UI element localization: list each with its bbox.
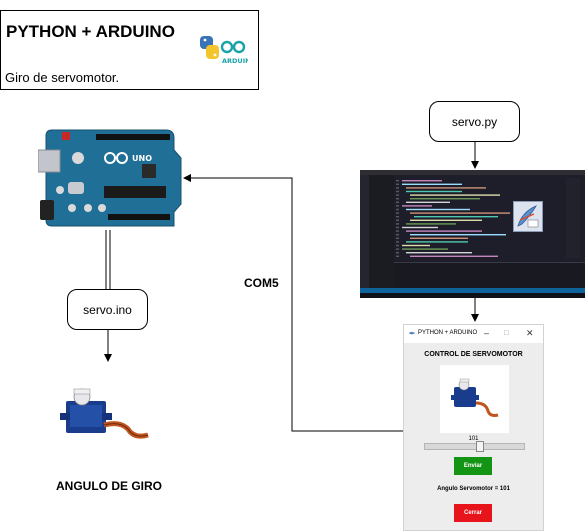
line-number <box>396 223 399 225</box>
line-number <box>396 183 399 185</box>
code-editor-screenshot <box>360 170 585 298</box>
editor-explorer <box>369 175 394 288</box>
code-line <box>406 187 486 189</box>
page-title: PYTHON + ARDUINO <box>6 22 175 41</box>
uno-logo-text: UNO <box>132 154 152 163</box>
angle-status-text: Angulo Servomotor = 101 <box>437 486 510 492</box>
editor-terminal <box>394 262 585 289</box>
line-number <box>396 187 399 189</box>
tkinter-window: ✒ PYTHON + ARDUINO – □ ✕ CONTROL DE SERV… <box>403 324 544 531</box>
minimize-icon[interactable]: – <box>484 328 490 338</box>
code-line <box>410 219 482 221</box>
servo-ino-node: servo.ino <box>67 289 148 330</box>
code-line <box>410 255 498 257</box>
window-title: PYTHON + ARDUINO <box>418 330 478 336</box>
line-number <box>396 212 399 214</box>
code-line <box>414 216 498 218</box>
code-line <box>406 241 468 243</box>
servo-motor-image <box>58 383 158 445</box>
slider-value-label: 101 <box>468 436 479 442</box>
code-line <box>402 180 442 182</box>
line-number <box>396 244 399 247</box>
logo-wordmark: ARDUINO <box>222 57 248 65</box>
line-number <box>396 248 399 250</box>
page-subtitle: Giro de servomotor. <box>5 70 120 85</box>
line-number <box>396 180 399 182</box>
window-titlebar <box>404 325 543 343</box>
code-line <box>406 201 450 203</box>
line-number <box>396 237 399 239</box>
close-button[interactable]: Cerrar <box>454 504 492 522</box>
line-number <box>396 226 399 229</box>
editor-minimap <box>566 178 580 258</box>
servo-preview-image <box>440 365 509 433</box>
tk-feather-icon: ✒ <box>409 329 416 338</box>
com-port-label: COM5 <box>244 276 279 290</box>
close-icon[interactable]: ✕ <box>526 328 534 338</box>
code-line <box>402 226 438 229</box>
angle-slider-thumb[interactable] <box>476 441 485 452</box>
editor-statusbar <box>360 288 585 293</box>
code-line <box>402 244 430 247</box>
code-line <box>406 252 472 254</box>
editor-menubar <box>360 170 585 175</box>
code-line <box>410 198 480 200</box>
code-line <box>410 212 510 214</box>
code-line <box>406 230 482 232</box>
code-line <box>410 194 500 196</box>
servo-py-node: servo.py <box>429 101 520 142</box>
line-number <box>396 230 399 232</box>
arduino-uno-board: UNO <box>37 128 182 230</box>
line-number <box>396 201 399 203</box>
editor-code-lines <box>396 180 510 257</box>
tk-feather-icon <box>513 201 543 232</box>
line-number <box>396 190 399 193</box>
code-line <box>402 248 448 250</box>
output-label: ANGULO DE GIRO <box>56 479 163 493</box>
code-line <box>406 223 456 225</box>
editor-taskbar <box>360 293 585 298</box>
maximize-icon[interactable]: □ <box>504 328 509 337</box>
line-number <box>396 252 399 254</box>
editor-activity-bar <box>360 175 369 288</box>
line-number <box>396 194 399 196</box>
line-number <box>396 216 399 218</box>
angle-slider-track[interactable] <box>424 443 525 450</box>
code-line <box>402 205 432 207</box>
line-number <box>396 208 399 211</box>
line-number <box>396 241 399 243</box>
line-number <box>396 234 399 236</box>
line-number <box>396 255 399 257</box>
code-line <box>410 237 468 239</box>
python-arduino-logo: ARDUINO <box>196 33 257 69</box>
line-number <box>396 205 399 207</box>
code-line <box>406 190 462 193</box>
line-number <box>396 219 399 221</box>
code-line <box>402 183 462 185</box>
code-line <box>406 208 470 211</box>
gui-heading: CONTROL DE SERVOMOTOR <box>424 351 523 358</box>
code-line <box>410 234 506 236</box>
line-number <box>396 198 399 200</box>
send-button[interactable]: Enviar <box>454 457 492 475</box>
